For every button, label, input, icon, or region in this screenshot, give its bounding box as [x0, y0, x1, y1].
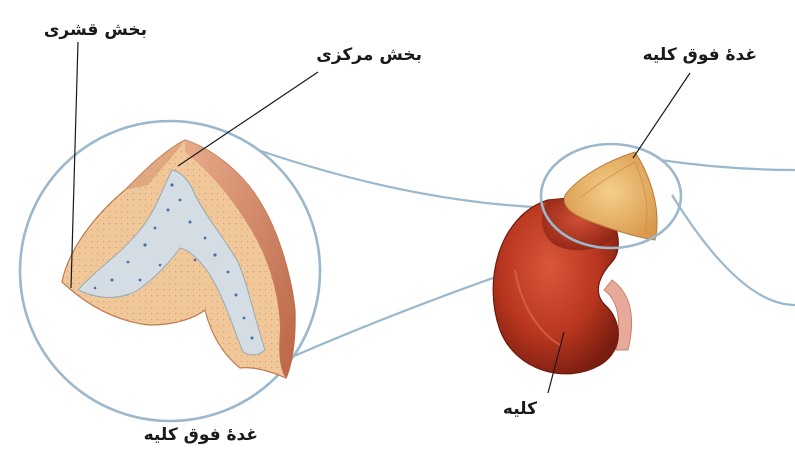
adrenal-gland-label-top: غدهٔ فوق کلیه — [643, 47, 757, 64]
kidney-label: کلیه — [503, 401, 537, 418]
cortex-label: بخش قشری — [44, 22, 147, 39]
medulla-label: بخش مرکزی — [316, 47, 422, 64]
adrenal-gland-label-bottom: غدهٔ فوق کلیه — [144, 427, 258, 444]
